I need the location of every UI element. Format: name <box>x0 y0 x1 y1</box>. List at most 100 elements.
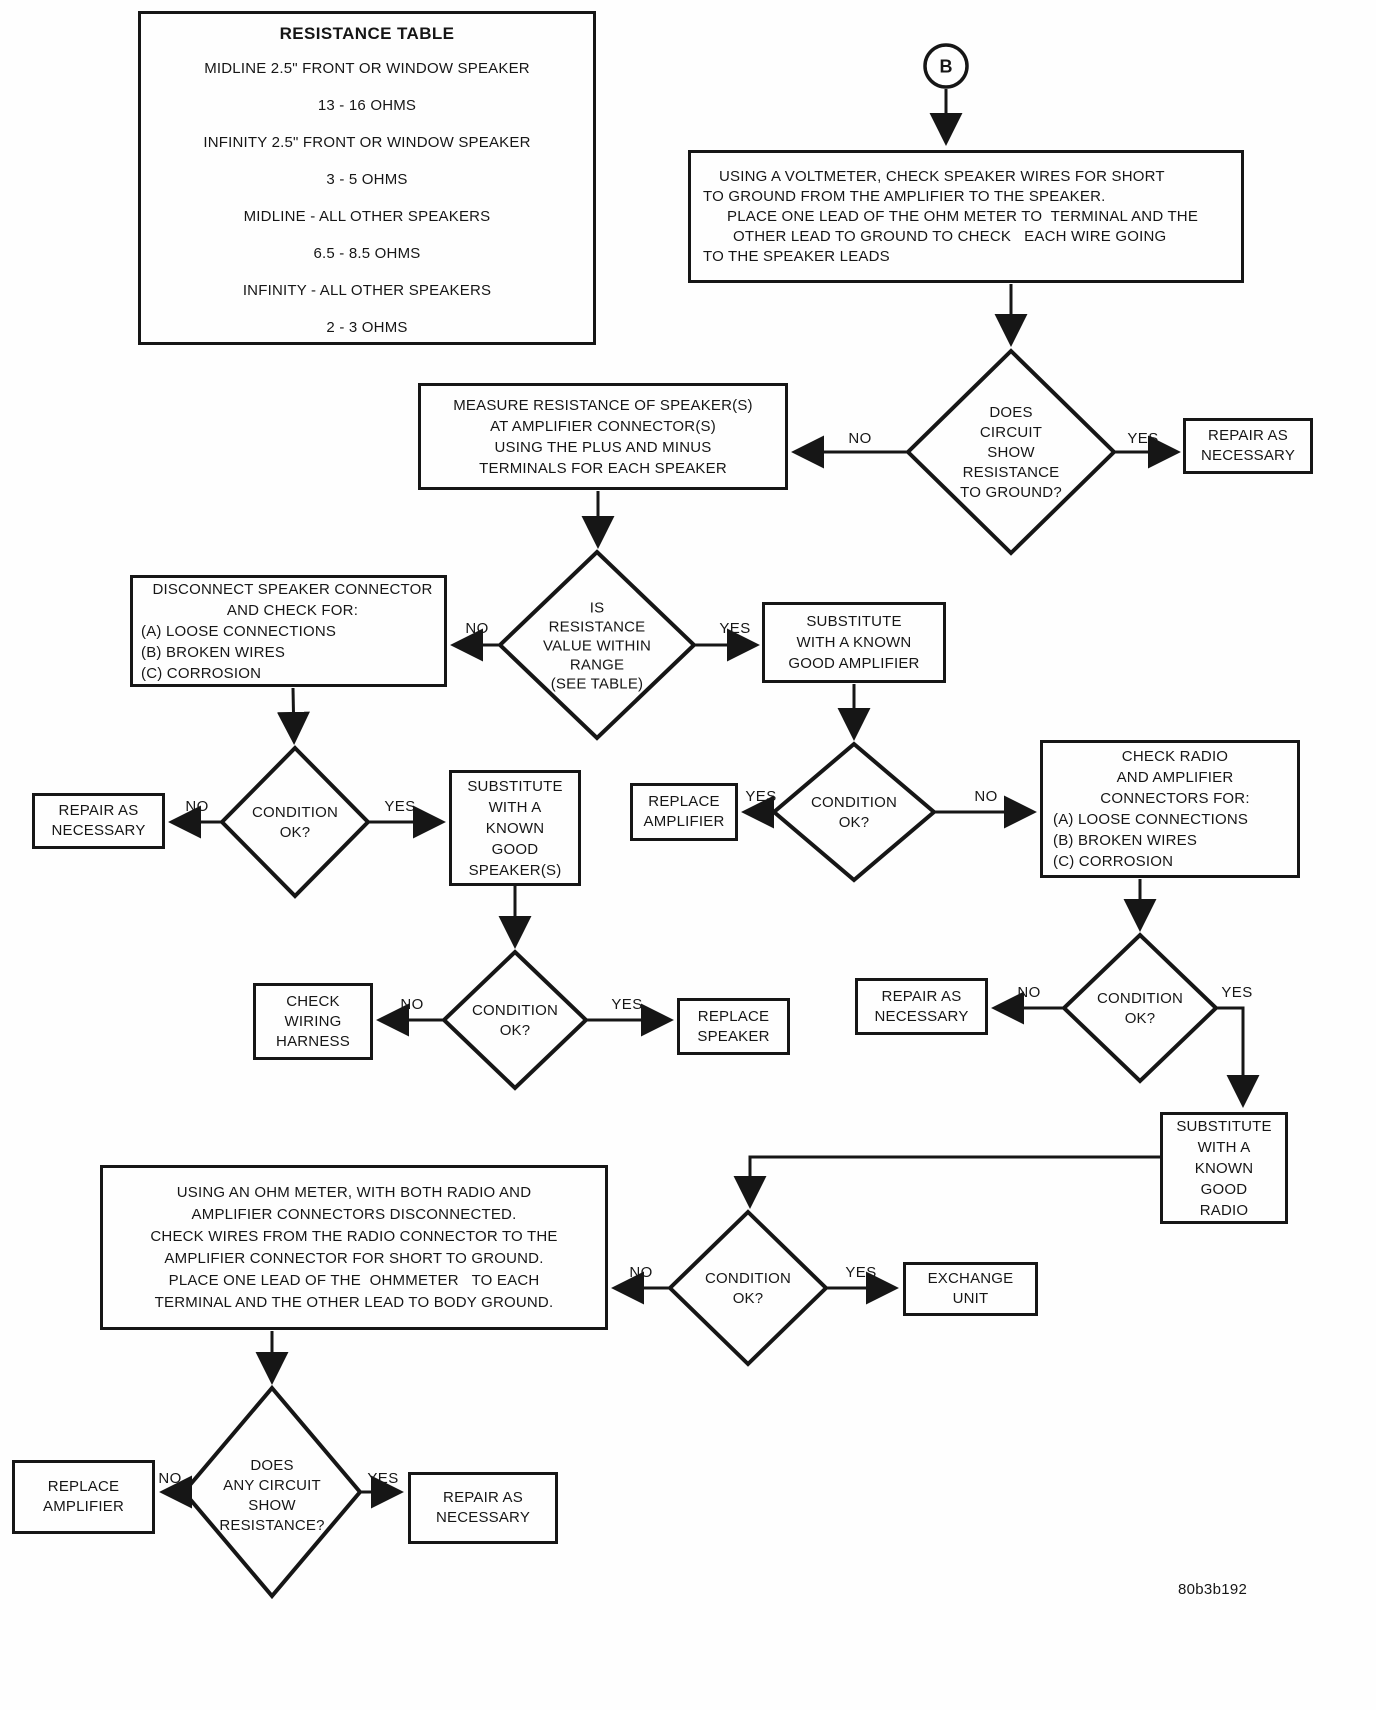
text-line: USING THE PLUS AND MINUS <box>494 438 712 456</box>
label-yes: YES <box>367 1470 399 1487</box>
process-substitute-good-amplifier: SUBSTITUTE WITH A KNOWN GOOD AMPLIFIER <box>762 602 946 683</box>
label-yes: YES <box>611 996 643 1013</box>
connector-b-circle <box>923 43 969 89</box>
process-check-wiring-harness: CHECK WIRING HARNESS <box>253 983 373 1060</box>
text-line: IS <box>589 599 605 617</box>
process-check-radio-amplifier-connectors: CHECK RADIO AND AMPLIFIER CONNECTORS FOR… <box>1040 740 1300 878</box>
text-line: (A) LOOSE CONNECTIONS <box>1053 811 1249 828</box>
process-repair-as-necessary-1: REPAIR AS NECESSARY <box>1183 418 1313 474</box>
text-line: OK? <box>838 814 870 831</box>
decision-resistance-within-range-diamond <box>497 549 697 741</box>
arrow-yes-to-substitute-radio <box>1216 1006 1260 1108</box>
table-row: INFINITY - ALL OTHER SPEAKERS <box>242 282 492 299</box>
table-row: INFINITY 2.5" FRONT OR WINDOW SPEAKER <box>203 134 531 151</box>
text-line: AND AMPLIFIER <box>1116 769 1234 786</box>
text-line: REPLACE <box>648 793 720 810</box>
text-line: MEASURE RESISTANCE OF SPEAKER(S) <box>453 396 753 414</box>
decision-condition-ok-1-label: CONDITION OK? <box>252 803 338 843</box>
text-line: RESISTANCE? <box>219 1517 325 1534</box>
text-line: REPLACE <box>47 1478 120 1495</box>
text-line: VALUE WITHIN <box>543 637 651 655</box>
text-line: (SEE TABLE) <box>550 675 644 693</box>
decision-condition-ok-4-label: CONDITION OK? <box>1097 989 1183 1029</box>
decision-condition-ok-2-label: CONDITION OK? <box>472 1001 558 1041</box>
process-ohmmeter-wire-check: USING AN OHM METER, WITH BOTH RADIO AND … <box>100 1165 608 1330</box>
arrow-substitute-radio-to-condition-5 <box>733 1155 1160 1209</box>
text-line: DOES <box>250 1457 294 1474</box>
decision-resistance-within-range-label: IS RESISTANCE VALUE WITHIN RANGE (SEE TA… <box>543 599 651 694</box>
text-line: RADIO <box>1199 1201 1249 1219</box>
text-line: TO GROUND? <box>960 484 1062 501</box>
label-no: NO <box>1017 984 1041 1001</box>
table-row: MIDLINE 2.5" FRONT OR WINDOW SPEAKER <box>204 60 530 77</box>
text-line: CHECK <box>286 992 340 1010</box>
decision-condition-ok-3-label: CONDITION OK? <box>811 793 897 833</box>
text-line: WITH A <box>488 798 542 816</box>
label-yes: YES <box>384 798 416 815</box>
text-line: OK? <box>1124 1010 1156 1027</box>
label-yes: YES <box>1221 984 1253 1001</box>
process-replace-speaker: REPLACE SPEAKER <box>677 998 790 1055</box>
text-line: (C) CORROSION <box>141 664 262 682</box>
text-line: (A) LOOSE CONNECTIONS <box>141 622 337 640</box>
process-replace-amplifier-1: REPLACE AMPLIFIER <box>630 783 738 841</box>
text-line: GOOD <box>491 840 539 858</box>
text-line: (C) CORROSION <box>1053 853 1174 870</box>
decision-condition-ok-5-diamond <box>667 1209 829 1367</box>
resistance-table-rows: MIDLINE 2.5" FRONT OR WINDOW SPEAKER 13 … <box>203 50 530 346</box>
decision-any-circuit-resistance-label: DOES ANY CIRCUIT SHOW RESISTANCE? <box>219 1456 324 1536</box>
text-line: AMPLIFIER <box>643 813 725 830</box>
text-line: WITH A <box>1197 1138 1251 1156</box>
text-line: SUBSTITUTE <box>806 613 902 630</box>
connector-b-label: B <box>939 56 953 77</box>
text-line: DOES <box>989 404 1033 421</box>
text-line: USING AN OHM METER, WITH BOTH RADIO AND <box>176 1183 532 1201</box>
text-line: AMPLIFIER CONNECTOR FOR SHORT TO GROUND. <box>164 1249 544 1267</box>
process-repair-as-necessary-4: REPAIR AS NECESSARY <box>408 1472 558 1544</box>
text-line: NECESSARY <box>435 1509 531 1526</box>
decision-condition-ok-3-diamond <box>770 741 938 883</box>
text-line: WIRING <box>284 1012 342 1030</box>
text-line: REPAIR AS <box>443 1489 523 1506</box>
text-line: TO GROUND FROM THE AMPLIFIER TO THE SPEA… <box>703 187 1106 205</box>
text-line: REPLACE <box>697 1007 770 1025</box>
process-substitute-good-speaker: SUBSTITUTE WITH A KNOWN GOOD SPEAKER(S) <box>449 770 581 886</box>
text-line: CHECK RADIO <box>1121 748 1229 765</box>
text-line: KNOWN <box>485 819 545 837</box>
resistance-table-title: RESISTANCE TABLE <box>279 24 455 43</box>
text-line: TO THE SPEAKER LEADS <box>703 247 890 265</box>
text-line: NECESSARY <box>51 822 146 839</box>
label-yes: YES <box>845 1264 877 1281</box>
table-row: MIDLINE - ALL OTHER SPEAKERS <box>243 208 491 225</box>
text-line: EXCHANGE <box>927 1270 1014 1287</box>
text-line: OTHER LEAD TO GROUND TO CHECK EACH WIRE … <box>733 227 1167 245</box>
label-yes: YES <box>1127 430 1159 447</box>
text-line: SPEAKER <box>697 1027 770 1045</box>
text-line: AMPLIFIER CONNECTORS DISCONNECTED. <box>191 1205 517 1223</box>
label-no: NO <box>465 620 489 637</box>
decision-condition-ok-5-label: CONDITION OK? <box>705 1269 791 1309</box>
text-line: RESISTANCE <box>548 618 646 636</box>
text-line: CONDITION <box>252 804 338 821</box>
text-line: RESISTANCE <box>962 464 1060 481</box>
arrow-disconnect-to-condition-1 <box>276 687 310 745</box>
process-measure-resistance: MEASURE RESISTANCE OF SPEAKER(S) AT AMPL… <box>418 383 788 490</box>
text-line: (B) BROKEN WIRES <box>1053 832 1198 849</box>
text-line: CIRCUIT <box>979 424 1043 441</box>
text-line: NECESSARY <box>874 1007 969 1025</box>
text-line: CONNECTORS FOR: <box>1100 790 1250 807</box>
table-row: 6.5 - 8.5 OHMS <box>313 245 421 262</box>
label-yes: YES <box>719 620 751 637</box>
text-line: HARNESS <box>276 1032 350 1050</box>
process-exchange-unit: EXCHANGE UNIT <box>903 1262 1038 1316</box>
text-line: CONDITION <box>811 794 897 811</box>
text-line: SUBSTITUTE <box>1176 1117 1272 1135</box>
text-line: AND CHECK FOR: <box>226 601 359 619</box>
label-no: NO <box>185 798 209 815</box>
table-row: 3 - 5 OHMS <box>326 171 408 188</box>
text-line: UNIT <box>952 1290 989 1307</box>
text-line: WITH A KNOWN <box>796 634 912 651</box>
label-no: NO <box>629 1264 653 1281</box>
text-line: REPAIR AS <box>881 987 962 1005</box>
